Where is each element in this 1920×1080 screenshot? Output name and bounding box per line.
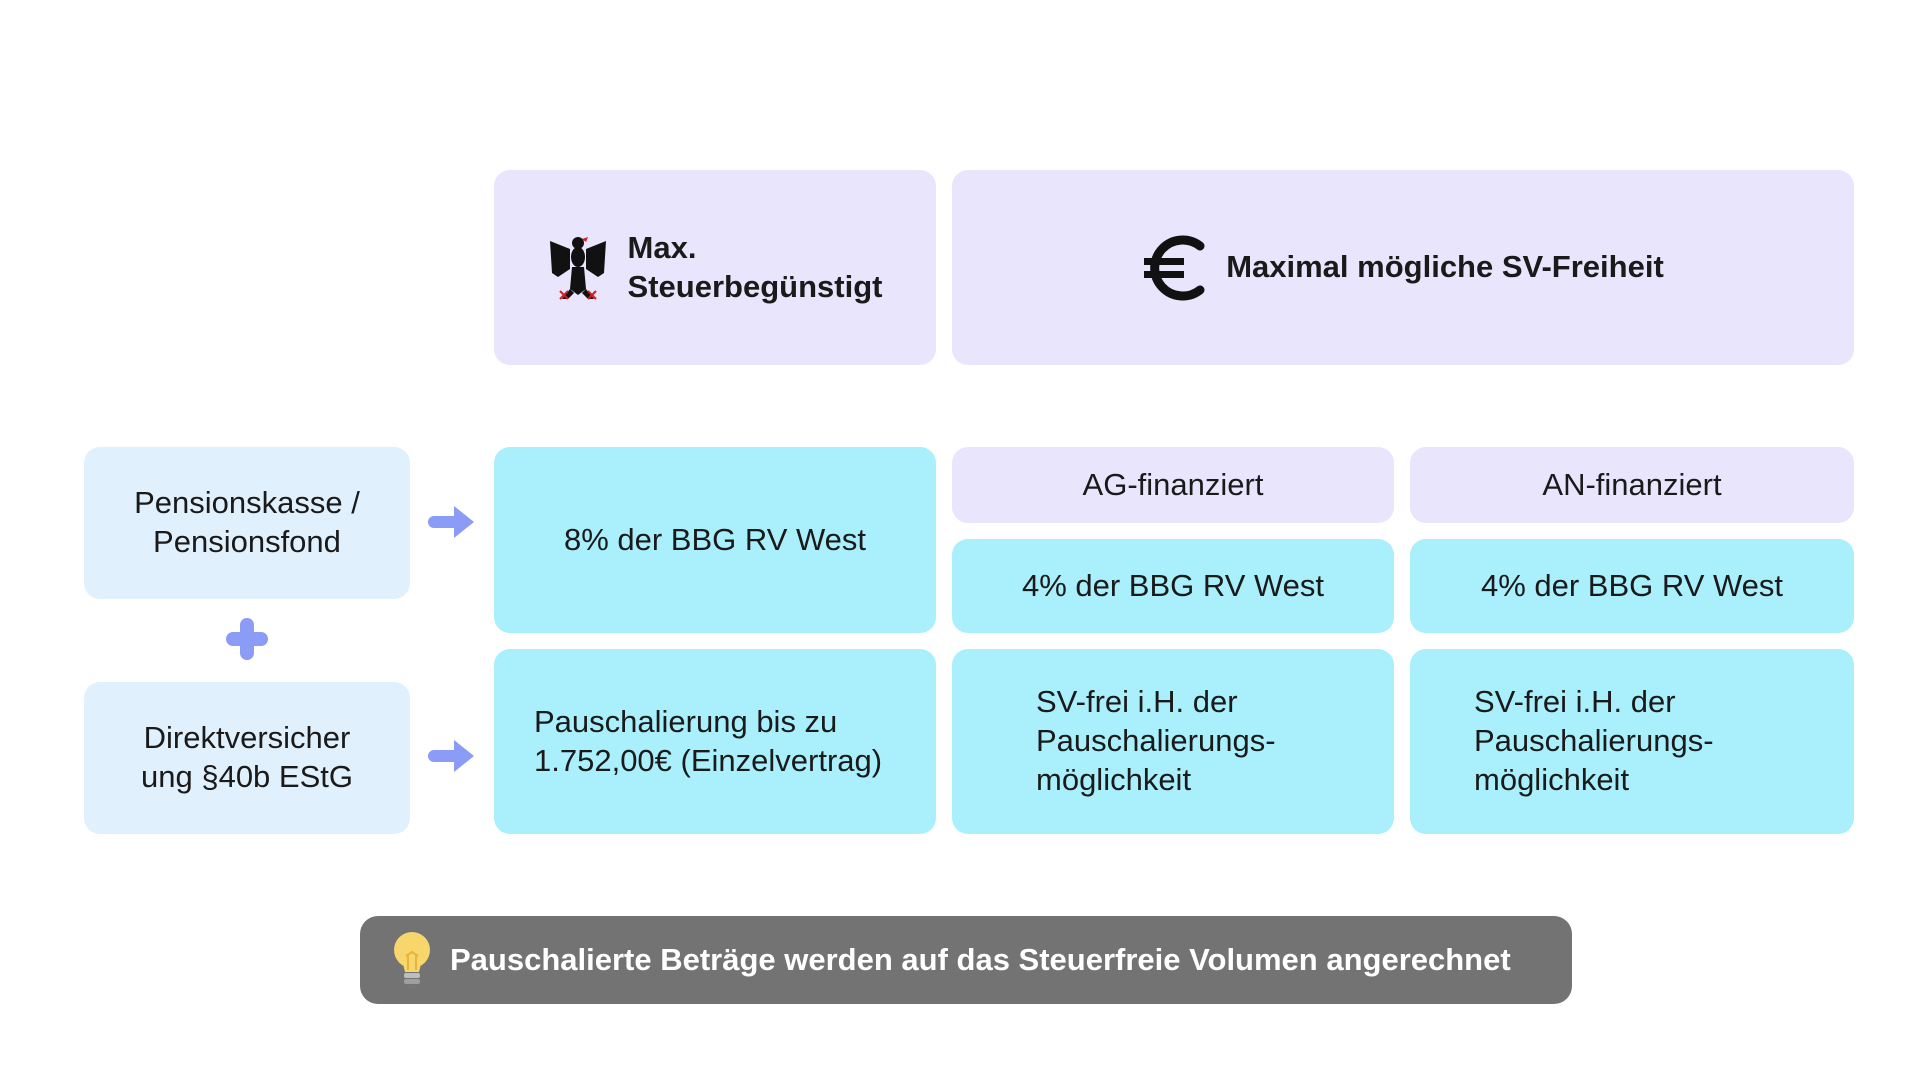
ag-pensionskasse-cell: 4% der BBG RV West xyxy=(952,539,1394,633)
arrow-right-icon xyxy=(428,500,478,549)
euro-icon xyxy=(1142,234,1206,302)
an-pensionskasse-cell: 4% der BBG RV West xyxy=(1410,539,1854,633)
an-column-header: AN-finanziert xyxy=(1410,447,1854,523)
tax-header-title: Max. Steuerbegünstigt xyxy=(627,229,883,304)
arrow-right-icon xyxy=(428,734,478,783)
lightbulb-icon xyxy=(390,930,434,990)
footer-note: Pauschalierte Beträge werden auf das Ste… xyxy=(360,916,1572,1004)
ag-column-header: AG-finanziert xyxy=(952,447,1394,523)
footer-note-text: Pauschalierte Beträge werden auf das Ste… xyxy=(450,942,1511,977)
pensionskasse-tax-cell: 8% der BBG RV West xyxy=(494,447,936,633)
pensionskasse-label: Pensionskasse /Pensionsfond xyxy=(84,447,410,599)
tax-header: Max. Steuerbegünstigt xyxy=(494,170,936,365)
sv-header-title: Maximal mögliche SV-Freiheit xyxy=(1226,249,1664,285)
federal-eagle-icon xyxy=(548,233,608,303)
sv-header: Maximal mögliche SV-Freiheit xyxy=(952,170,1854,365)
plus-icon xyxy=(224,616,270,667)
